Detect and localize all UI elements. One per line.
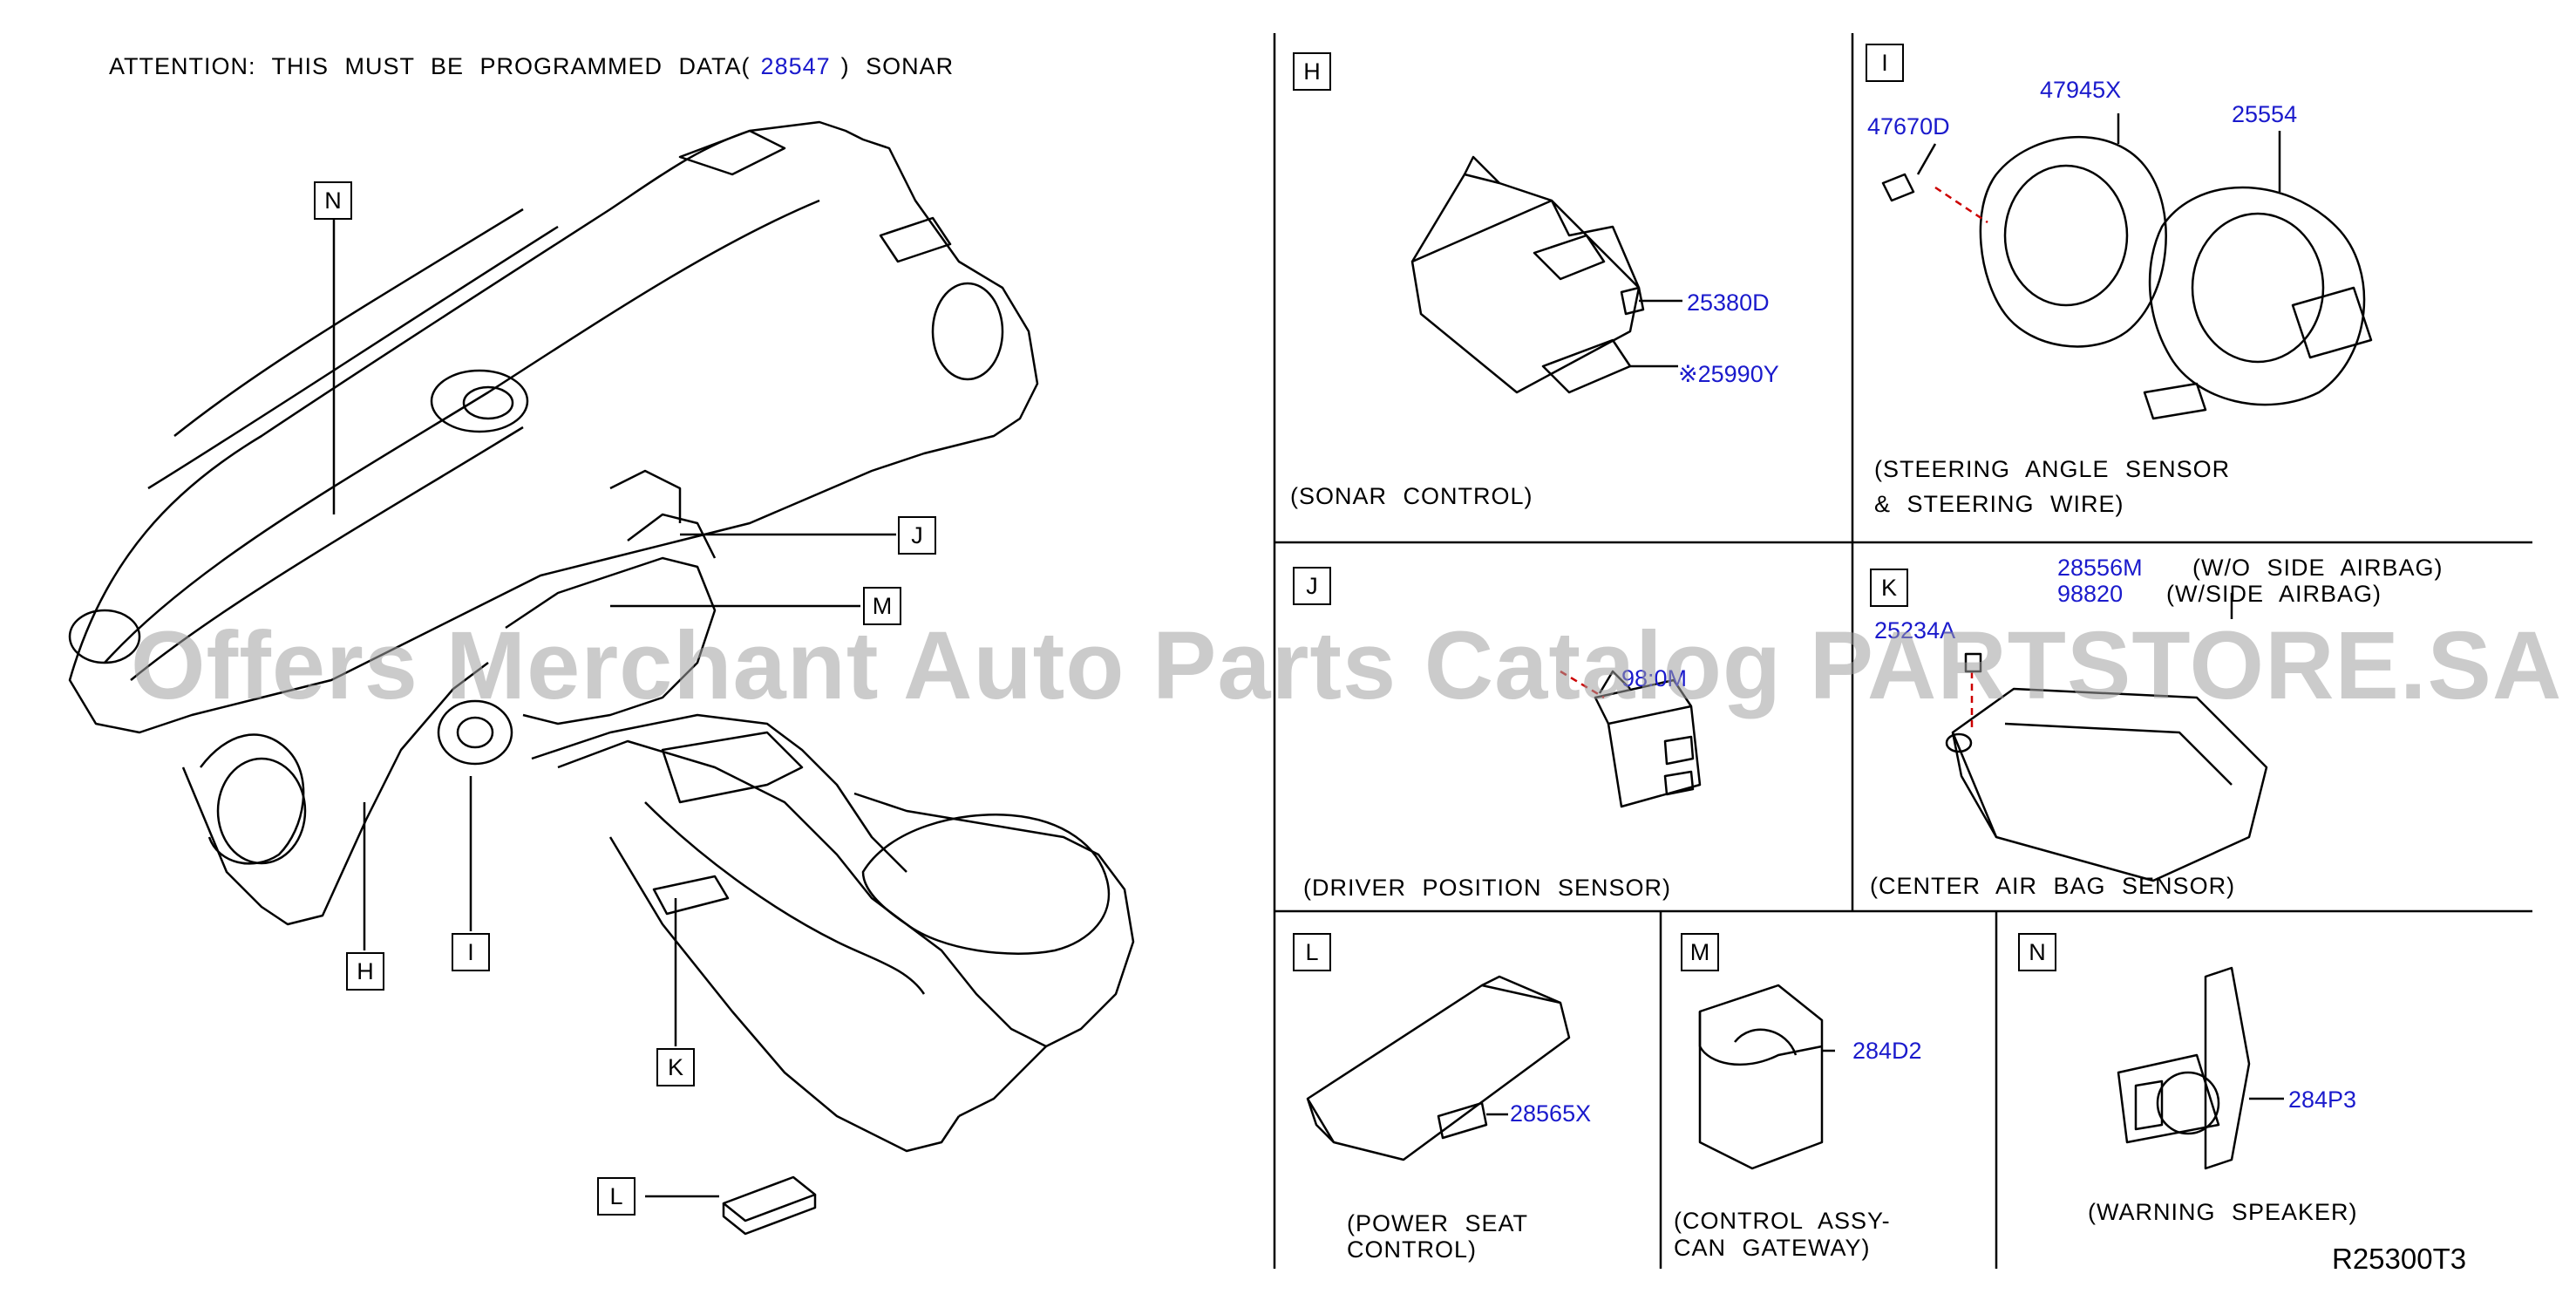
attention-part-number[interactable]: 28547 — [760, 53, 831, 79]
panel-N-label: N — [2018, 933, 2056, 971]
panel-M-caption-line1: (CONTROL ASSY- — [1674, 1208, 1891, 1234]
part-number-98-0M[interactable]: 98:0M — [1621, 665, 1688, 691]
panel-K-caption: (CENTER AIR BAG SENSOR) — [1870, 873, 2236, 899]
panel-H-label: H — [1293, 52, 1331, 91]
panel-I-label: I — [1866, 44, 1904, 82]
part-number-47945X[interactable]: 47945X — [2040, 77, 2122, 103]
attention-suffix: ) SONAR — [840, 53, 955, 79]
part-number-25990Y[interactable]: ※25990Y — [1678, 361, 1779, 387]
part-number-28556M[interactable]: 28556M — [2057, 555, 2143, 581]
attention-prefix: ATTENTION: THIS MUST BE PROGRAMMED DATA( — [109, 53, 751, 79]
panel-L-caption-line1: (POWER SEAT — [1347, 1210, 1529, 1236]
panel-I-caption-line1: (STEERING ANGLE SENSOR — [1874, 456, 2231, 482]
panel-M-label: M — [1681, 933, 1719, 971]
panel-H-caption: (SONAR CONTROL) — [1290, 483, 1533, 509]
attention-note: ATTENTION: THIS MUST BE PROGRAMMED DATA(… — [109, 55, 954, 78]
callout-I[interactable]: I — [452, 933, 490, 971]
callout-N[interactable]: N — [314, 181, 352, 220]
note-with-side-airbag: (W/SIDE AIRBAG) — [2166, 581, 2382, 607]
callout-L[interactable]: L — [597, 1177, 636, 1216]
panel-I-caption-line2: & STEERING WIRE) — [1874, 491, 2124, 517]
part-number-47670D[interactable]: 47670D — [1867, 113, 1950, 140]
part-number-25380D[interactable]: 25380D — [1687, 289, 1770, 316]
part-number-28565X[interactable]: 28565X — [1510, 1100, 1592, 1127]
note-without-side-airbag: (W/O SIDE AIRBAG) — [2192, 555, 2443, 581]
part-number-25234A[interactable]: 25234A — [1874, 617, 1956, 644]
callout-J[interactable]: J — [898, 516, 936, 555]
panel-J-caption: (DRIVER POSITION SENSOR) — [1303, 875, 1672, 901]
part-number-98820[interactable]: 98820 — [2057, 581, 2124, 607]
panel-J-label: J — [1293, 567, 1331, 605]
callout-M[interactable]: M — [863, 587, 901, 625]
callout-H[interactable]: H — [346, 952, 384, 991]
callout-K[interactable]: K — [656, 1048, 695, 1086]
drawing-reference: R25300T3 — [2332, 1243, 2467, 1275]
panel-L-label: L — [1293, 933, 1331, 971]
part-number-284P3[interactable]: 284P3 — [2288, 1086, 2357, 1113]
watermark: Offers Merchant Auto Parts Catalog PARTS… — [131, 612, 2563, 719]
panel-N-caption: (WARNING SPEAKER) — [2088, 1199, 2358, 1225]
panel-K-label: K — [1870, 569, 1908, 607]
panel-L-caption-line2: CONTROL) — [1347, 1236, 1477, 1263]
part-number-25554[interactable]: 25554 — [2232, 101, 2298, 127]
panel-M-caption-line2: CAN GATEWAY) — [1674, 1235, 1871, 1261]
part-number-284D2[interactable]: 284D2 — [1852, 1038, 1922, 1064]
